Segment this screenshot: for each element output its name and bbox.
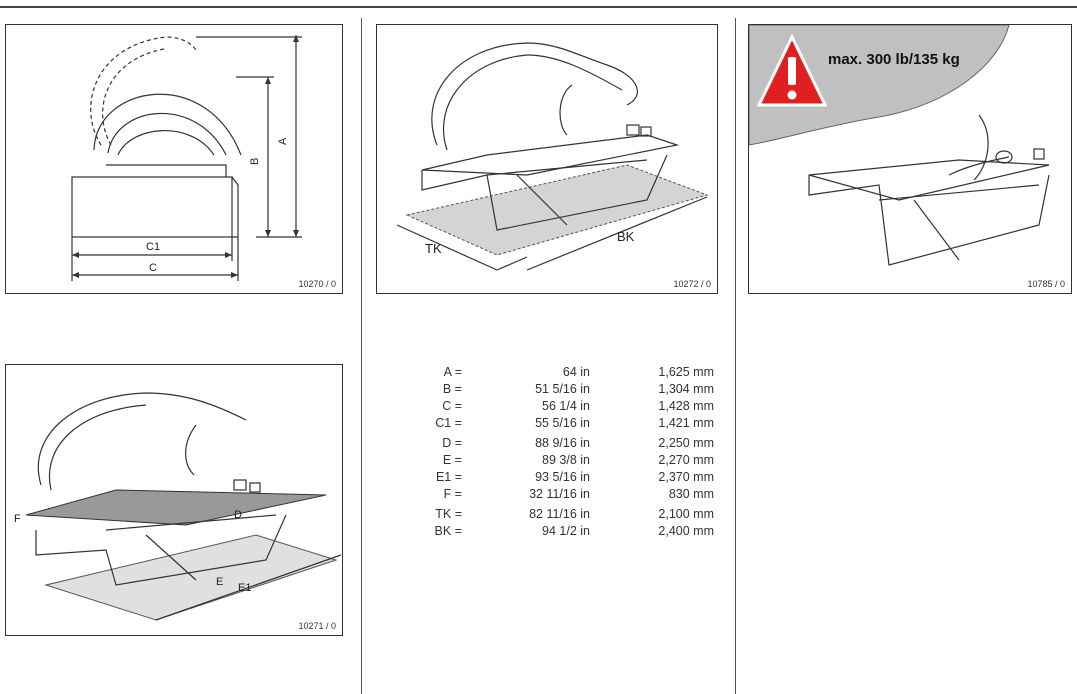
column-divider-2 bbox=[735, 18, 736, 694]
dimension-mm: 1,625 mm bbox=[658, 365, 714, 379]
dimension-inches: 89 3/8 in bbox=[542, 453, 590, 467]
dimension-key: E = bbox=[442, 453, 462, 467]
figure-max-load: max. 300 lb/135 kg 10785 / 0 bbox=[748, 24, 1072, 294]
dimension-row: TK = 82 11/16 in 2,100 mm bbox=[400, 506, 730, 523]
dimension-inches: 55 5/16 in bbox=[535, 416, 590, 430]
dimension-mm: 2,400 mm bbox=[658, 524, 714, 538]
label-b: B bbox=[249, 158, 261, 165]
dimension-key: F = bbox=[443, 487, 462, 501]
dimension-mm: 2,370 mm bbox=[658, 470, 714, 484]
dimension-row: D = 88 9/16 in 2,250 mm bbox=[400, 435, 730, 452]
max-load-warning: max. 300 lb/135 kg bbox=[828, 51, 960, 68]
dimension-mm: 1,428 mm bbox=[658, 399, 714, 413]
label-d: D bbox=[234, 509, 242, 521]
max-load-drawing bbox=[749, 25, 1050, 266]
dimension-inches: 51 5/16 in bbox=[535, 382, 590, 396]
tanning-bed-side-drawing: A B C1 C bbox=[71, 35, 302, 281]
figure-code: 10785 / 0 bbox=[1027, 279, 1065, 289]
dimension-inches: 32 11/16 in bbox=[529, 487, 590, 501]
dimension-key: A = bbox=[443, 365, 462, 379]
dimension-row: B = 51 5/16 in 1,304 mm bbox=[400, 381, 730, 398]
label-e1: E1 bbox=[238, 582, 251, 594]
label-tk: TK bbox=[425, 241, 442, 256]
figure-open-dimensions: F D E E1 10271 / 0 bbox=[5, 364, 343, 636]
figure-dimensions-side: A B C1 C 10270 / 0 bbox=[5, 24, 343, 294]
label-c: C bbox=[149, 262, 157, 274]
dimension-mm: 2,270 mm bbox=[658, 453, 714, 467]
top-rule bbox=[0, 6, 1077, 8]
label-e: E bbox=[216, 576, 223, 588]
dimension-inches: 94 1/2 in bbox=[542, 524, 590, 538]
dimension-mm: 2,250 mm bbox=[658, 436, 714, 450]
figure-code: 10270 / 0 bbox=[298, 279, 336, 289]
figure-code: 10272 / 0 bbox=[673, 279, 711, 289]
figure-code: 10271 / 0 bbox=[298, 621, 336, 631]
dimension-row: E = 89 3/8 in 2,270 mm bbox=[400, 452, 730, 469]
label-f: F bbox=[14, 513, 21, 525]
label-a: A bbox=[277, 137, 289, 145]
dimension-inches: 64 in bbox=[562, 365, 590, 379]
dimension-mm: 830 mm bbox=[668, 487, 714, 501]
dimension-row: A = 64 in 1,625 mm bbox=[400, 364, 730, 381]
footprint-drawing: TK BK bbox=[396, 42, 709, 271]
dimension-mm: 2,100 mm bbox=[658, 507, 714, 521]
dimension-key: TK = bbox=[435, 507, 462, 521]
dimension-row: E1 = 93 5/16 in 2,370 mm bbox=[400, 469, 730, 486]
dimension-inches: 93 5/16 in bbox=[535, 470, 590, 484]
dimension-mm: 1,304 mm bbox=[658, 382, 714, 396]
dimension-key: E1 = bbox=[435, 470, 462, 484]
figure-footprint: TK BK 10272 / 0 bbox=[376, 24, 718, 294]
warning-icon bbox=[756, 33, 828, 107]
dimension-key: C1 = bbox=[435, 416, 462, 430]
dimensions-table: A = 64 in 1,625 mm B = 51 5/16 in 1,304 … bbox=[400, 364, 730, 540]
dimension-mm: 1,421 mm bbox=[658, 416, 714, 430]
column-divider-1 bbox=[361, 18, 362, 694]
dimension-key: C = bbox=[442, 399, 462, 413]
label-bk: BK bbox=[617, 229, 635, 244]
dimension-inches: 56 1/4 in bbox=[542, 399, 590, 413]
dimension-inches: 88 9/16 in bbox=[535, 436, 590, 450]
dimension-key: B = bbox=[442, 382, 462, 396]
dimension-row: C = 56 1/4 in 1,428 mm bbox=[400, 398, 730, 415]
dimension-row: BK = 94 1/2 in 2,400 mm bbox=[400, 523, 730, 540]
dimension-row: C1 = 55 5/16 in 1,421 mm bbox=[400, 415, 730, 432]
dimension-key: D = bbox=[442, 436, 462, 450]
label-c1: C1 bbox=[146, 241, 160, 253]
dimension-key: BK = bbox=[434, 524, 462, 538]
dimension-inches: 82 11/16 in bbox=[529, 507, 590, 521]
dimension-row: F = 32 11/16 in 830 mm bbox=[400, 486, 730, 503]
open-bed-drawing: F D E E1 bbox=[14, 392, 342, 621]
